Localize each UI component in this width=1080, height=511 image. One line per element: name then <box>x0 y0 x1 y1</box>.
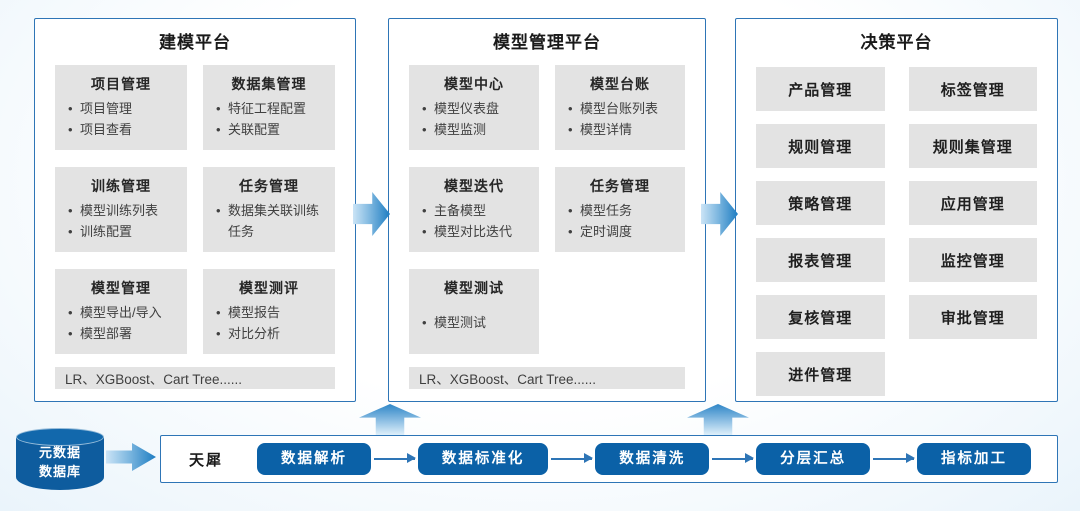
arrow-up-icon <box>359 404 421 435</box>
engine-label: 天犀 <box>189 451 224 469</box>
module-card-list: 模型任务 定时调度 <box>565 200 675 243</box>
pipeline-step-indicator-processing: 指标加工 <box>917 442 1032 476</box>
module-card-title: 模型迭代 <box>444 178 504 194</box>
algorithms-footer: LR、XGBoost、Cart Tree...... <box>409 367 685 389</box>
module-card-model-evaluation: 模型测评 模型报告 对比分析 <box>203 269 335 354</box>
module-card-list: 模型训练列表 训练配置 <box>65 200 177 243</box>
module-card-item: 模型导出/导入 <box>65 302 177 324</box>
module-card-dataset-management: 数据集管理 特征工程配置 关联配置 <box>203 65 335 150</box>
module-card-title: 数据集管理 <box>231 76 307 92</box>
module-card-item: 特征工程配置 <box>213 98 325 120</box>
module-card-list: 特征工程配置 关联配置 <box>213 98 325 141</box>
module-card-title: 项目管理 <box>91 76 151 92</box>
module-card-item: 关联配置 <box>213 119 325 141</box>
panel-title: 建模平台 <box>159 33 231 52</box>
module-card-model-iteration: 模型迭代 主备模型 模型对比迭代 <box>409 167 539 252</box>
flow-arrow-icon <box>551 454 594 462</box>
module-card-task-management: 任务管理 数据集关联训练任务 <box>203 167 335 252</box>
panel-decision-platform: 决策平台 产品管理 标签管理 规则管理 规则集管理 策略管理 应用管理 报表管理… <box>735 18 1058 402</box>
metadata-database-cylinder-icon: 元数据 数据库 <box>16 428 104 490</box>
module-card-grid: 模型中心 模型仪表盘 模型监测 模型台账 模型台账列表 模型详情 模型迭代 主备… <box>409 65 685 354</box>
decision-block-product: 产品管理 <box>756 67 885 111</box>
panel-model-management-platform: 模型管理平台 模型中心 模型仪表盘 模型监测 模型台账 模型台账列表 模型详情 … <box>388 18 706 402</box>
database-label: 元数据 数据库 <box>16 444 104 482</box>
decision-block-monitoring: 监控管理 <box>908 238 1037 282</box>
module-card-item: 模型训练列表 <box>65 200 177 222</box>
module-card-item: 模型监测 <box>419 119 529 141</box>
arrow-right-icon <box>353 192 390 236</box>
module-card-item: 模型任务 <box>565 200 675 222</box>
panel-title: 决策平台 <box>860 33 933 52</box>
decision-button-grid: 产品管理 标签管理 规则管理 规则集管理 策略管理 应用管理 报表管理 监控管理… <box>756 67 1037 396</box>
module-card-task-management: 任务管理 模型任务 定时调度 <box>555 167 685 252</box>
flow-arrow-icon <box>873 454 915 462</box>
decision-block-rule: 规则管理 <box>756 124 885 168</box>
module-card-item: 模型部署 <box>65 323 177 345</box>
decision-block-intake: 进件管理 <box>756 352 885 396</box>
decision-block-approval: 审批管理 <box>908 295 1037 339</box>
module-card-item: 对比分析 <box>213 323 325 345</box>
pipeline-step-layered-aggregation: 分层汇总 <box>756 442 871 476</box>
module-card-title: 模型测试 <box>444 280 504 296</box>
module-card-item: 模型报告 <box>213 302 325 324</box>
module-card-item: 模型仪表盘 <box>419 98 529 120</box>
module-card-item: 模型详情 <box>565 119 675 141</box>
panel-title: 模型管理平台 <box>493 33 601 52</box>
decision-block-review: 复核管理 <box>756 295 885 339</box>
database-label-line2: 数据库 <box>38 463 81 479</box>
module-card-list: 模型台账列表 模型详情 <box>565 98 675 141</box>
module-card-item: 训练配置 <box>65 221 177 243</box>
module-card-title: 模型测评 <box>239 280 299 296</box>
module-card-list: 数据集关联训练任务 <box>213 200 325 243</box>
pipeline-step-standardization: 数据标准化 <box>417 442 549 476</box>
module-card-title: 任务管理 <box>239 178 299 194</box>
algorithms-footer: LR、XGBoost、Cart Tree...... <box>55 367 335 389</box>
module-card-model-center: 模型中心 模型仪表盘 模型监测 <box>409 65 539 150</box>
module-card-list: 主备模型 模型对比迭代 <box>419 200 529 243</box>
module-card-item: 主备模型 <box>419 200 529 222</box>
database-label-line1: 元数据 <box>38 445 81 460</box>
module-card-item: 模型台账列表 <box>565 98 675 120</box>
module-card-project-management: 项目管理 项目管理 项目查看 <box>55 65 187 150</box>
module-card-title: 模型中心 <box>444 76 504 92</box>
module-card-item: 项目管理 <box>65 98 177 120</box>
module-card-training-management: 训练管理 模型训练列表 训练配置 <box>55 167 187 252</box>
module-card-list: 模型仪表盘 模型监测 <box>419 98 529 141</box>
data-pipeline-bar: 天犀 数据解析 数据标准化 数据清洗 分层汇总 指标加工 <box>160 435 1058 483</box>
arrow-up-icon <box>687 404 749 435</box>
decision-block-ruleset: 规则集管理 <box>908 124 1037 168</box>
module-card-item: 数据集关联训练任务 <box>213 200 325 243</box>
module-card-list: 模型报告 对比分析 <box>213 302 325 345</box>
module-card-grid: 项目管理 项目管理 项目查看 数据集管理 特征工程配置 关联配置 训练管理 模型… <box>55 65 335 354</box>
module-card-model-ledger: 模型台账 模型台账列表 模型详情 <box>555 65 685 150</box>
arrow-right-icon <box>701 192 738 236</box>
decision-block-report: 报表管理 <box>756 238 885 282</box>
panel-modeling-platform: 建模平台 项目管理 项目管理 项目查看 数据集管理 特征工程配置 关联配置 训练… <box>34 18 356 402</box>
flow-arrow-icon <box>374 454 416 462</box>
module-card-model-testing: 模型测试 模型测试 <box>409 269 539 354</box>
module-card-title: 模型管理 <box>91 280 151 296</box>
module-card-list: 模型导出/导入 模型部署 <box>65 302 177 345</box>
module-card-list: 项目管理 项目查看 <box>65 98 177 141</box>
module-card-item: 定时调度 <box>565 221 675 243</box>
database-cylinder-top <box>16 428 104 446</box>
pipeline-step-cleaning: 数据清洗 <box>595 442 710 476</box>
module-card-title: 模型台账 <box>590 76 650 92</box>
module-card-model-management: 模型管理 模型导出/导入 模型部署 <box>55 269 187 354</box>
module-card-title: 任务管理 <box>590 178 650 194</box>
module-card-item: 模型对比迭代 <box>419 221 529 243</box>
flow-arrow-icon <box>712 454 755 462</box>
module-card-list: 模型测试 <box>419 312 529 334</box>
decision-block-label: 标签管理 <box>908 67 1037 111</box>
module-card-item: 项目查看 <box>65 119 177 141</box>
decision-block-strategy: 策略管理 <box>756 181 885 225</box>
arrow-right-icon <box>106 443 156 471</box>
module-card-title: 训练管理 <box>91 178 151 194</box>
pipeline-step-parsing: 数据解析 <box>257 442 372 476</box>
module-card-item: 模型测试 <box>419 312 529 334</box>
decision-block-application: 应用管理 <box>908 181 1037 225</box>
